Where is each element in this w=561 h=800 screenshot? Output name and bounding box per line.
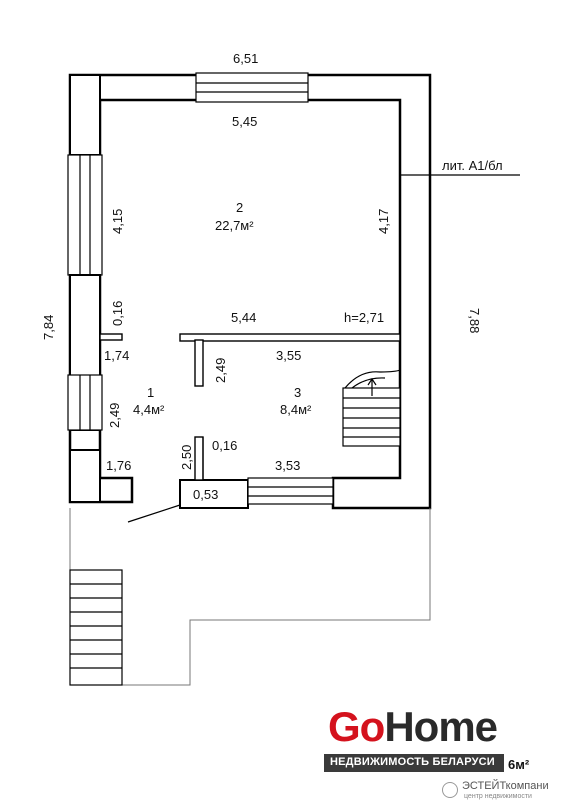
dim-outer-top: 6,51 bbox=[233, 51, 258, 66]
estate-logo-icon bbox=[442, 782, 458, 798]
exterior-stairs bbox=[69, 569, 123, 686]
dim-room1-bottom: 1,76 bbox=[106, 458, 131, 473]
partition-upper-left bbox=[99, 333, 123, 341]
wall-pier-top-left bbox=[69, 74, 101, 156]
stair-wall-lower bbox=[194, 436, 204, 481]
logo-go: Go bbox=[328, 703, 385, 750]
estate-watermark: ЭСТЕЙТкомпани центр недвижимости bbox=[442, 780, 561, 800]
estate-name: ЭСТЕЙТкомпани bbox=[462, 780, 549, 792]
dim-partition-544: 5,44 bbox=[231, 310, 256, 325]
logo-tagline-bar bbox=[324, 754, 504, 772]
logo-home: Home bbox=[384, 703, 498, 750]
room-2-area: 22,7м² bbox=[215, 218, 254, 233]
dim-room1-height: 2,49 bbox=[107, 403, 122, 428]
left-window bbox=[67, 154, 103, 276]
bottom-window bbox=[247, 477, 334, 505]
litera-label: лит. А1/бл bbox=[442, 158, 503, 173]
dim-room2-left: 4,15 bbox=[110, 209, 125, 234]
dim-room3-bottom: 3,53 bbox=[275, 458, 300, 473]
room-1-number: 1 bbox=[147, 385, 154, 400]
room-1-area: 4,4м² bbox=[133, 402, 165, 417]
partition-main bbox=[179, 333, 401, 342]
dim-room3-top: 3,55 bbox=[276, 348, 301, 363]
dim-door-width: 0,53 bbox=[193, 487, 218, 502]
dim-room1-top: 1,74 bbox=[104, 348, 129, 363]
logo-tagline: НЕДВИЖИМОСТЬ БЕЛАРУСИ bbox=[330, 756, 495, 768]
door-swing bbox=[127, 504, 181, 523]
stair-wall-upper bbox=[194, 339, 204, 387]
dim-room2-right: 4,17 bbox=[376, 209, 391, 234]
dim-wall-016-lower: 0,16 bbox=[212, 438, 237, 453]
dim-wall-016-upper: 0,16 bbox=[110, 301, 125, 326]
annex bbox=[69, 508, 431, 686]
left-lower-window bbox=[67, 374, 103, 431]
gohome-logo: GoHome НЕДВИЖИМОСТЬ БЕЛАРУСИ ЭСТЕЙТкомпа… bbox=[322, 704, 561, 800]
top-window bbox=[195, 72, 309, 103]
wall-pier-bottom-left bbox=[69, 449, 101, 503]
room-3-area: 8,4м² bbox=[280, 402, 312, 417]
ceiling-height: h=2,71 bbox=[344, 310, 384, 325]
staircase bbox=[342, 369, 401, 447]
dim-inner-top: 5,45 bbox=[232, 114, 257, 129]
dim-outer-left: 7,84 bbox=[41, 315, 56, 340]
area-fragment: 6м² bbox=[508, 757, 530, 772]
dim-stair-wall-250: 2,50 bbox=[179, 445, 194, 470]
dim-outer-right: 7,88 bbox=[467, 308, 482, 333]
logo-wordmark: GoHome bbox=[328, 703, 498, 750]
estate-subtitle: центр недвижимости bbox=[464, 793, 532, 800]
room-3-number: 3 bbox=[294, 385, 301, 400]
dim-stair-wall-249: 2,49 bbox=[213, 358, 228, 383]
room-2-number: 2 bbox=[236, 200, 243, 215]
